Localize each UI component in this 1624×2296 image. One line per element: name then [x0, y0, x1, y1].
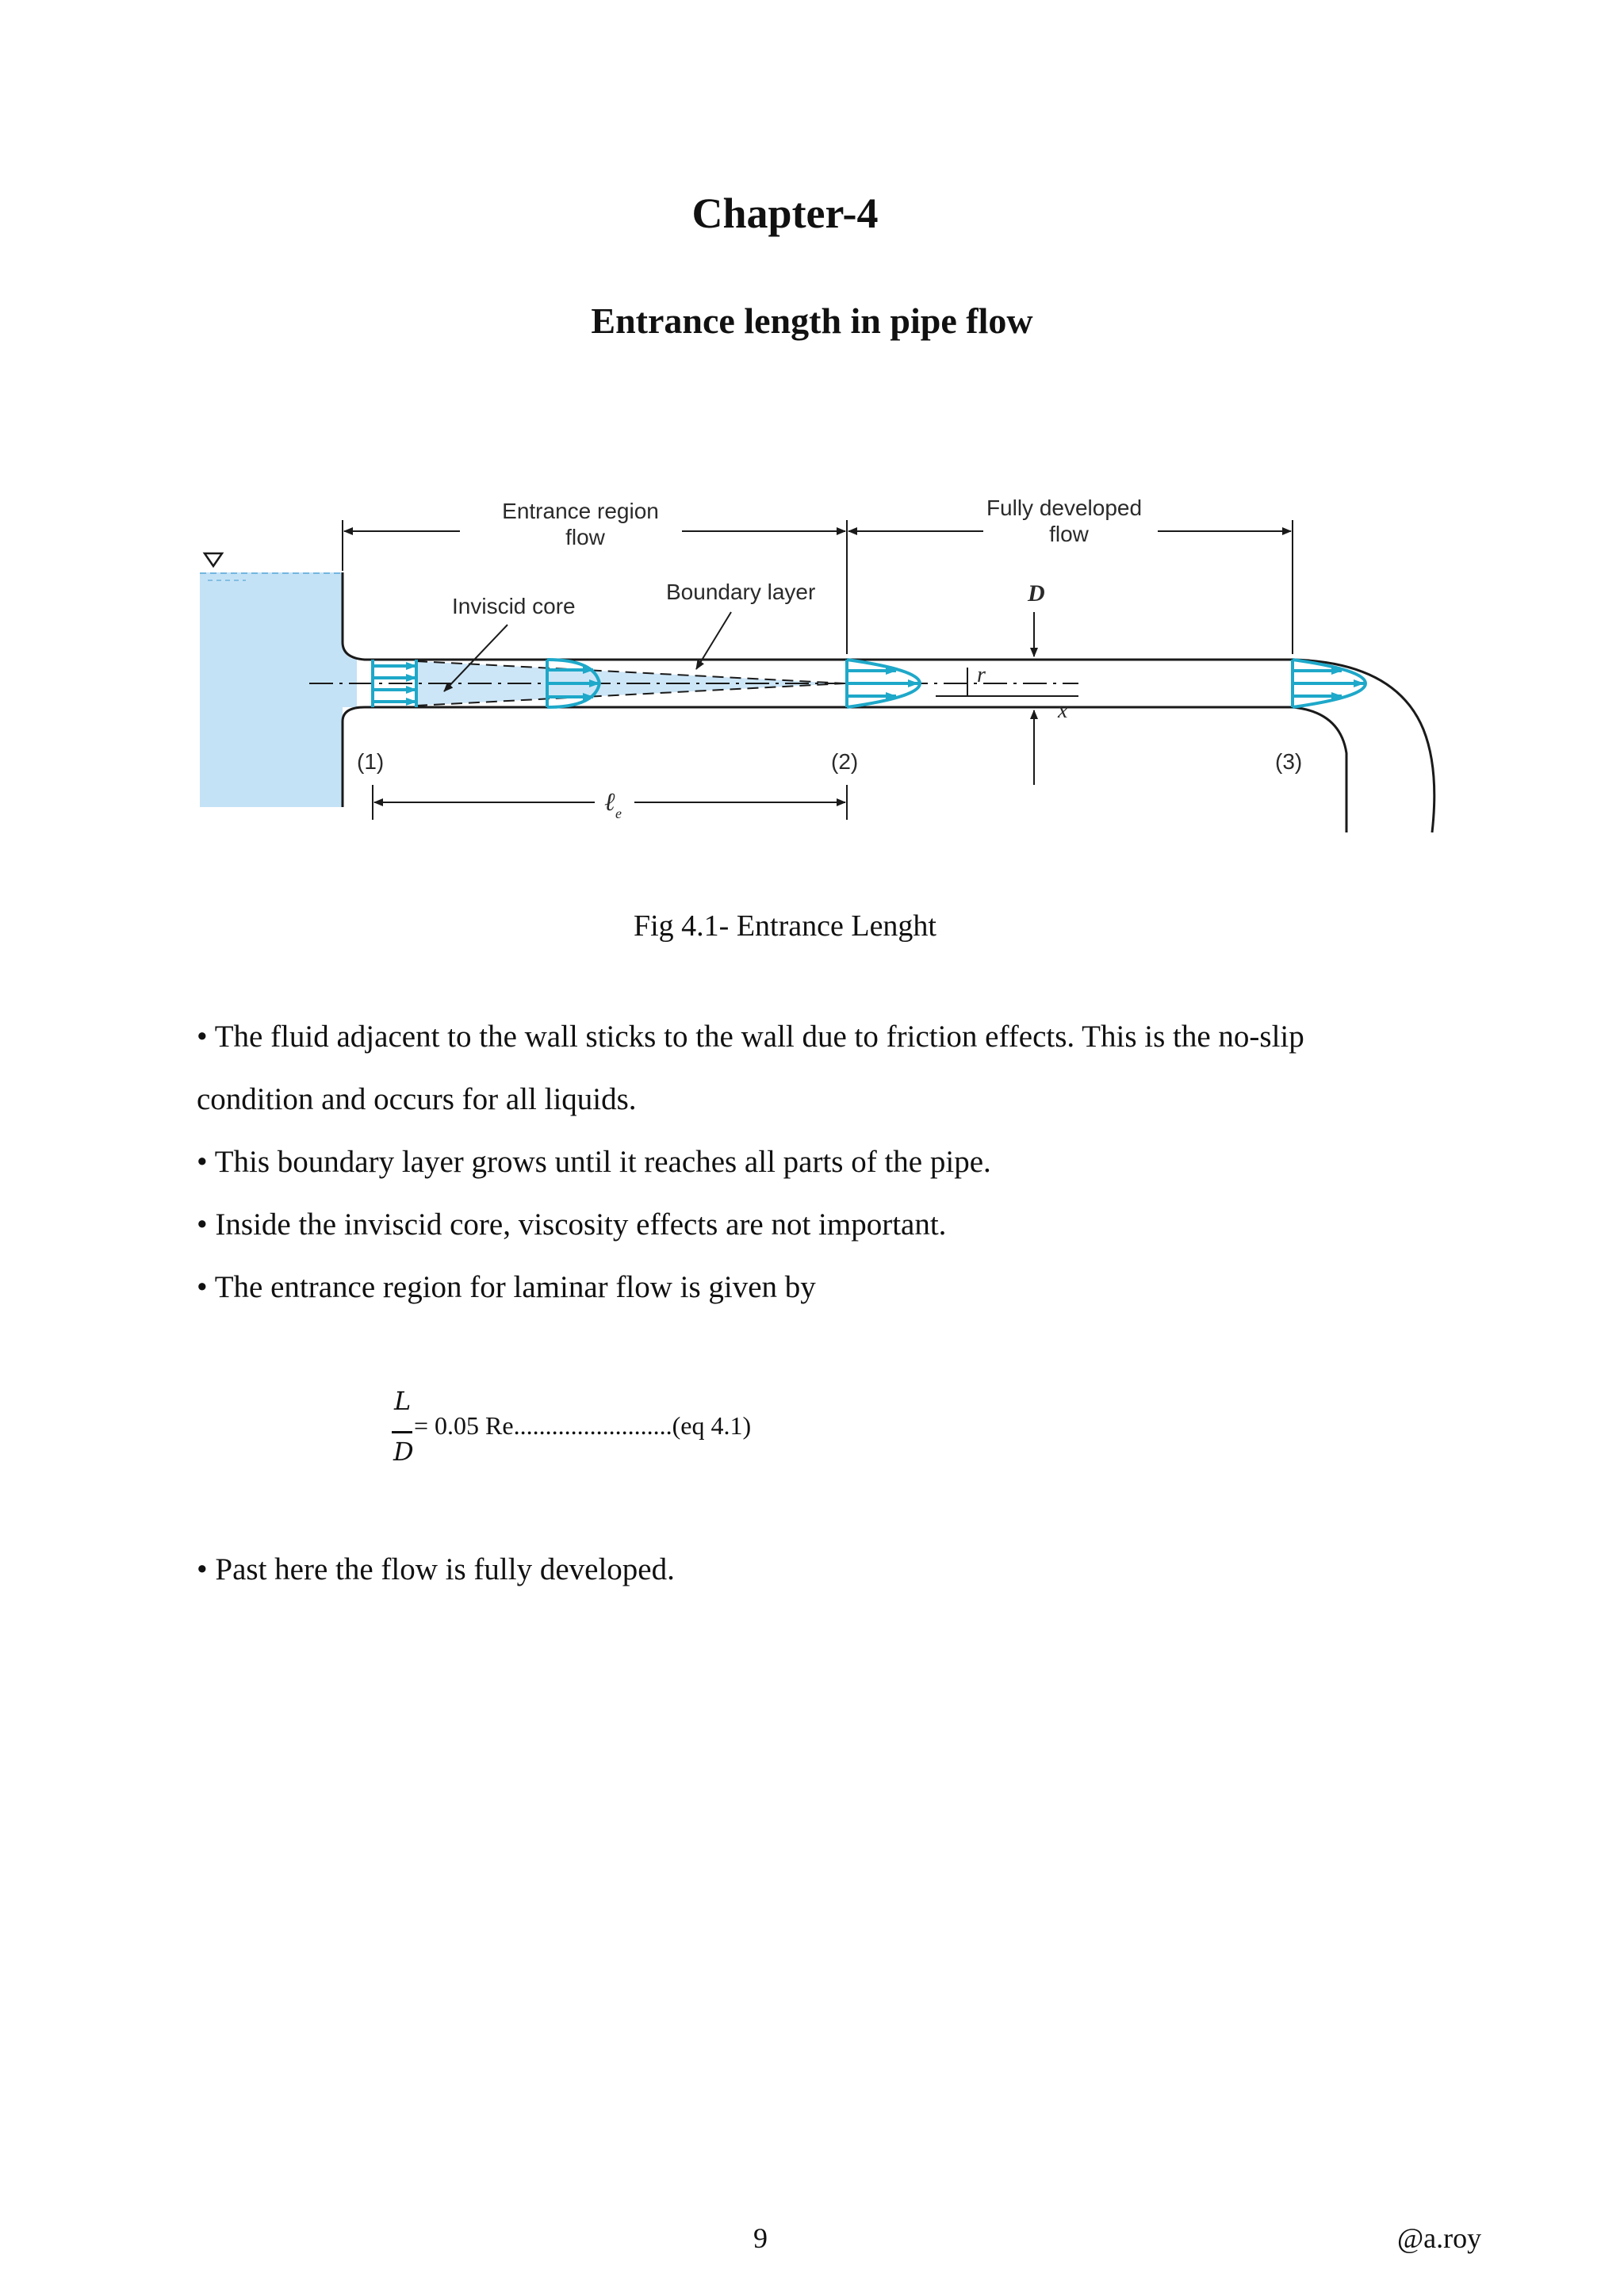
entrance-region-label: Entrance region — [502, 499, 659, 523]
section-title: Entrance length in pipe flow — [591, 300, 1033, 341]
bullet-entrance-region: • The entrance region for laminar flow i… — [197, 1270, 816, 1304]
axis-x-label: x — [1057, 698, 1068, 723]
velocity-profile-1 — [371, 660, 418, 707]
velocity-profile-2 — [845, 658, 922, 709]
figure-caption: Fig 4.1- Entrance Lenght — [633, 909, 936, 943]
equation-denominator: D — [393, 1437, 414, 1467]
reservoir-water — [200, 572, 357, 807]
page-number: 9 — [753, 2222, 768, 2254]
entrance-length-symbol: ℓ — [604, 787, 615, 816]
bullet-inviscid-core: • Inside the inviscid core, viscosity ef… — [197, 1207, 947, 1242]
fully-developed-label-2: flow — [1049, 522, 1090, 546]
boundary-layer-label: Boundary layer — [666, 580, 815, 604]
bullet-fully-developed: • Past here the flow is fully developed. — [197, 1552, 675, 1586]
entrance-length-subscript: e — [615, 806, 622, 821]
entrance-region-label-2: flow — [565, 525, 606, 549]
bullet-no-slip: • The fluid adjacent to the wall sticks … — [197, 1020, 1304, 1054]
velocity-profile-developing — [546, 658, 602, 709]
diameter-label: D — [1027, 580, 1045, 607]
bullet-no-slip-continuation: condition and occurs for all liquids. — [197, 1082, 637, 1116]
author-credit: @a.roy — [1397, 2222, 1482, 2254]
chapter-title: Chapter-4 — [691, 189, 879, 237]
velocity-profile-3 — [1291, 658, 1368, 709]
reservoir-wall — [341, 572, 1436, 833]
station-3-label: (3) — [1275, 749, 1302, 774]
fraction-bar — [392, 1431, 412, 1433]
radius-label: r — [977, 663, 986, 687]
entrance-length-figure: Entrance region flow Fully developed flo… — [200, 496, 1436, 833]
free-surface-icon — [202, 552, 224, 568]
station-1-label: (1) — [357, 749, 384, 774]
fully-developed-label: Fully developed — [986, 496, 1142, 520]
station-2-label: (2) — [831, 749, 858, 774]
entrance-length-equation: L D = 0.05 Re.........................(e… — [392, 1386, 868, 1473]
bullet-boundary-layer: • This boundary layer grows until it rea… — [197, 1145, 991, 1179]
inviscid-core-label: Inviscid core — [452, 594, 576, 618]
equation-numerator: L — [394, 1386, 412, 1416]
equation-rhs: = 0.05 Re.........................(eq 4.… — [414, 1411, 752, 1440]
